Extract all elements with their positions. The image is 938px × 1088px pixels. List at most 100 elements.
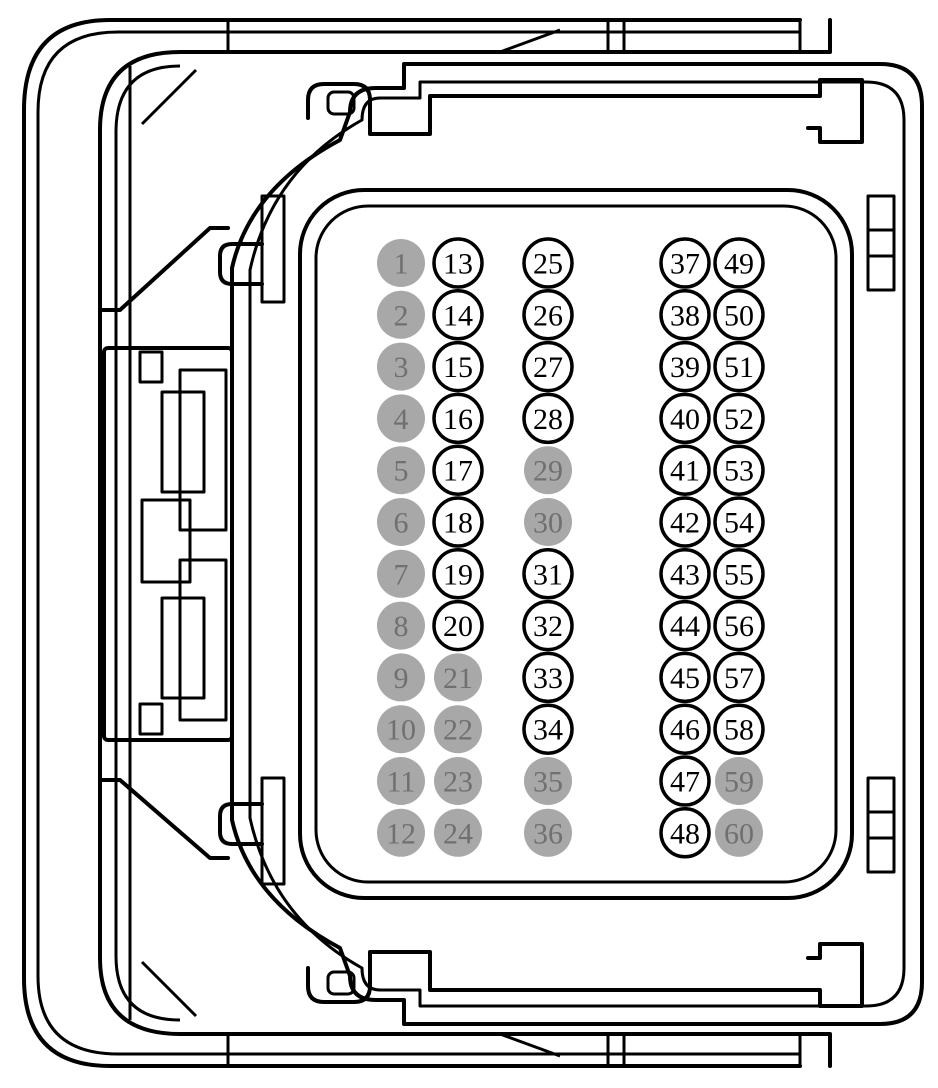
pin-label: 54 <box>724 507 754 540</box>
mating-face-frame <box>218 62 924 1026</box>
pin-label: 9 <box>394 662 409 695</box>
pin-11: 11 <box>377 757 425 805</box>
pin-circle <box>713 340 765 393</box>
pin-circle <box>432 392 484 445</box>
pin-label: 28 <box>533 403 563 436</box>
pin-circle <box>659 548 711 600</box>
pin-8: 8 <box>377 601 425 650</box>
pin-circle <box>715 808 763 857</box>
pin-circle <box>377 342 425 391</box>
pin-circle <box>432 496 484 548</box>
pin-38: 38 <box>659 289 711 341</box>
pin-43: 43 <box>659 548 711 600</box>
pin-48: 48 <box>659 807 711 859</box>
pin-circle <box>659 703 711 755</box>
pin-label: 60 <box>724 817 754 850</box>
pin-circle <box>377 705 425 754</box>
pin-circle <box>659 651 711 704</box>
pin-label: 44 <box>670 610 700 643</box>
pin-34: 34 <box>522 703 574 755</box>
pin-label: 37 <box>670 248 700 281</box>
pin-26: 26 <box>522 289 574 341</box>
pin-label: 45 <box>670 662 700 695</box>
pin-circle <box>713 703 765 755</box>
pin-circle <box>522 289 574 341</box>
pin-circle <box>432 444 484 496</box>
pin-label: 51 <box>724 351 754 384</box>
pin-label: 21 <box>443 662 473 695</box>
pin-label: 7 <box>394 558 409 591</box>
pin-circle <box>524 808 572 857</box>
pin-33: 33 <box>522 651 574 704</box>
pin-circle <box>522 651 574 704</box>
pin-12: 12 <box>377 808 425 857</box>
pin-label: 38 <box>670 299 700 332</box>
pin-label: 17 <box>443 455 473 488</box>
pin-47: 47 <box>659 755 711 807</box>
pin-circle <box>659 807 711 859</box>
pin-label: 42 <box>670 507 700 540</box>
pin-label: 11 <box>387 766 416 799</box>
pin-circle <box>377 498 425 546</box>
pin-7: 7 <box>377 549 425 598</box>
pin-label: 33 <box>533 662 563 695</box>
pin-circle <box>432 548 484 600</box>
pin-51: 51 <box>713 340 765 393</box>
pin-label: 20 <box>443 610 473 643</box>
pin-label: 53 <box>724 455 754 488</box>
pin-5: 5 <box>377 446 425 495</box>
pin-label: 1 <box>394 248 409 281</box>
pin-circle <box>522 599 574 652</box>
pin-label: 19 <box>443 558 473 591</box>
pin-22: 22 <box>434 705 482 754</box>
pin-circle <box>377 601 425 650</box>
pin-label: 5 <box>394 455 409 488</box>
pin-circle <box>377 549 425 598</box>
pin-18: 18 <box>432 496 484 548</box>
pin-label: 39 <box>670 351 700 384</box>
pin-label: 46 <box>670 714 700 747</box>
pin-circle <box>432 289 484 341</box>
pin-label: 34 <box>533 714 563 747</box>
pin-16: 16 <box>432 392 484 445</box>
pin-circle <box>377 446 425 495</box>
pin-circle <box>432 340 484 393</box>
pin-circle <box>522 340 574 393</box>
pin-10: 10 <box>377 705 425 754</box>
pin-32: 32 <box>522 599 574 652</box>
pin-3: 3 <box>377 342 425 391</box>
pin-52: 52 <box>713 392 765 445</box>
pin-25: 25 <box>522 237 574 289</box>
pin-label: 15 <box>443 351 473 384</box>
pin-circle <box>524 498 572 546</box>
pin-58: 58 <box>713 703 765 755</box>
pin-37: 37 <box>659 237 711 289</box>
pin-13: 13 <box>432 237 484 289</box>
pin-label: 13 <box>443 248 473 281</box>
pin-44: 44 <box>659 599 711 652</box>
pin-29: 29 <box>524 446 572 495</box>
pin-circle <box>377 290 425 339</box>
pin-label: 29 <box>533 455 563 488</box>
pin-59: 59 <box>715 757 763 805</box>
pin-circle <box>377 239 425 287</box>
pin-label: 2 <box>394 299 409 332</box>
pin-circle <box>713 496 765 548</box>
pin-53: 53 <box>713 444 765 496</box>
pin-circle <box>432 599 484 652</box>
pin-label: 56 <box>724 610 754 643</box>
pin-circle <box>659 599 711 652</box>
pin-label: 14 <box>443 299 473 332</box>
pin-31: 31 <box>522 548 574 600</box>
pin-circle <box>713 599 765 652</box>
pin-label: 41 <box>670 455 700 488</box>
pin-label: 3 <box>394 351 409 384</box>
pin-circle <box>522 237 574 289</box>
pin-circle <box>522 703 574 755</box>
pin-circle <box>434 808 482 857</box>
pin-circle <box>434 757 482 805</box>
pin-label: 35 <box>533 766 563 799</box>
pin-55: 55 <box>713 548 765 600</box>
pin-circle <box>715 757 763 805</box>
